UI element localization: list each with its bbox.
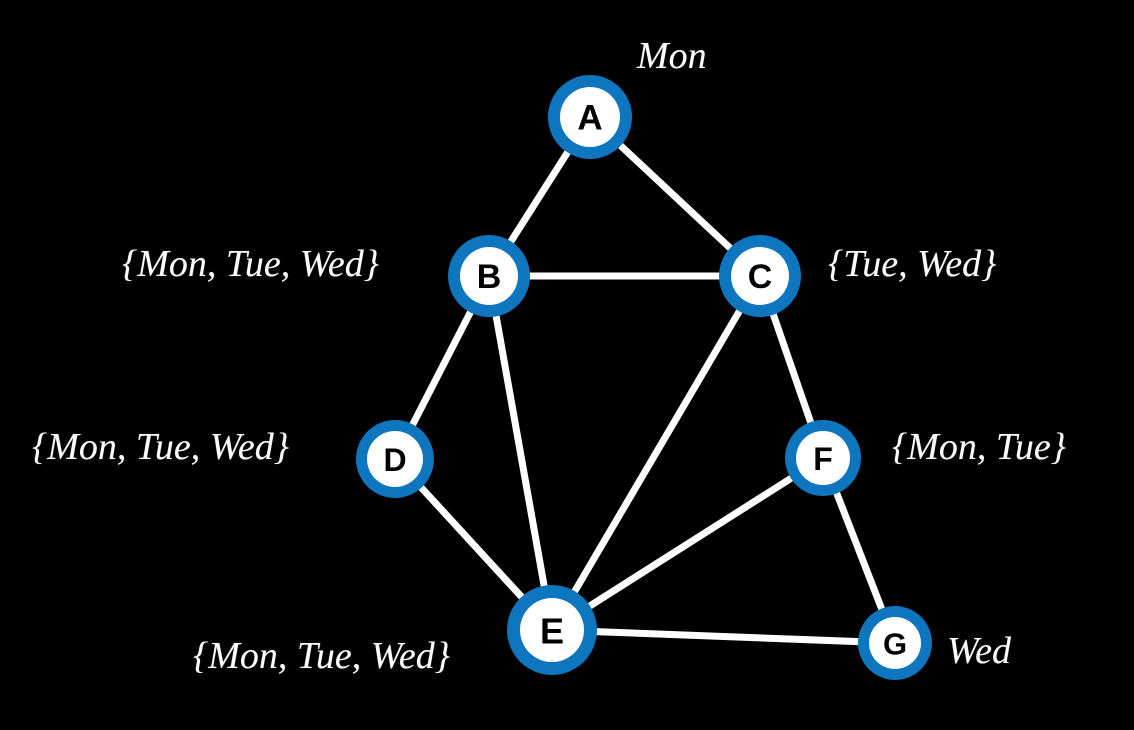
graph-node-c[interactable]: C [719, 235, 801, 317]
domain-label-f: {Mon, Tue} [892, 426, 1066, 468]
node-label-d: D [383, 442, 406, 478]
graph-edge-b-e [485, 272, 556, 634]
node-label-c: C [748, 258, 773, 296]
graph-node-g[interactable]: G [858, 606, 932, 680]
node-fill-c [731, 247, 789, 305]
node-fill-a [560, 87, 620, 147]
node-label-e: E [540, 611, 564, 652]
node-fill-g [869, 617, 921, 669]
graph-node-e[interactable]: E [507, 585, 597, 675]
edges-layer [391, 113, 899, 647]
node-label-b: B [477, 258, 502, 296]
graph-node-a[interactable]: A [548, 75, 632, 159]
domain-label-g: Wed [947, 630, 1012, 672]
node-label-g: G [883, 627, 907, 662]
domain-label-e: {Mon, Tue, Wed} [193, 635, 450, 677]
node-fill-e [520, 598, 584, 662]
node-fill-d [367, 431, 423, 487]
nodes-layer: A B C D E F G [356, 75, 932, 680]
domain-label-a: Mon [637, 35, 707, 77]
graph-edge-e-f [548, 454, 827, 634]
graph-edge-c-e [548, 272, 764, 634]
node-label-f: F [813, 441, 833, 477]
graph-edge-e-g [548, 626, 899, 647]
graph-node-f[interactable]: F [785, 420, 861, 496]
domain-label-b: {Mon, Tue, Wed} [122, 243, 379, 285]
node-fill-b [460, 247, 518, 305]
domain-label-c: {Tue, Wed} [828, 243, 997, 285]
graph-node-b[interactable]: B [448, 235, 530, 317]
node-label-a: A [577, 99, 602, 138]
domain-label-d: {Mon, Tue, Wed} [32, 426, 289, 468]
graph-node-d[interactable]: D [356, 420, 434, 498]
node-fill-f [796, 431, 850, 485]
